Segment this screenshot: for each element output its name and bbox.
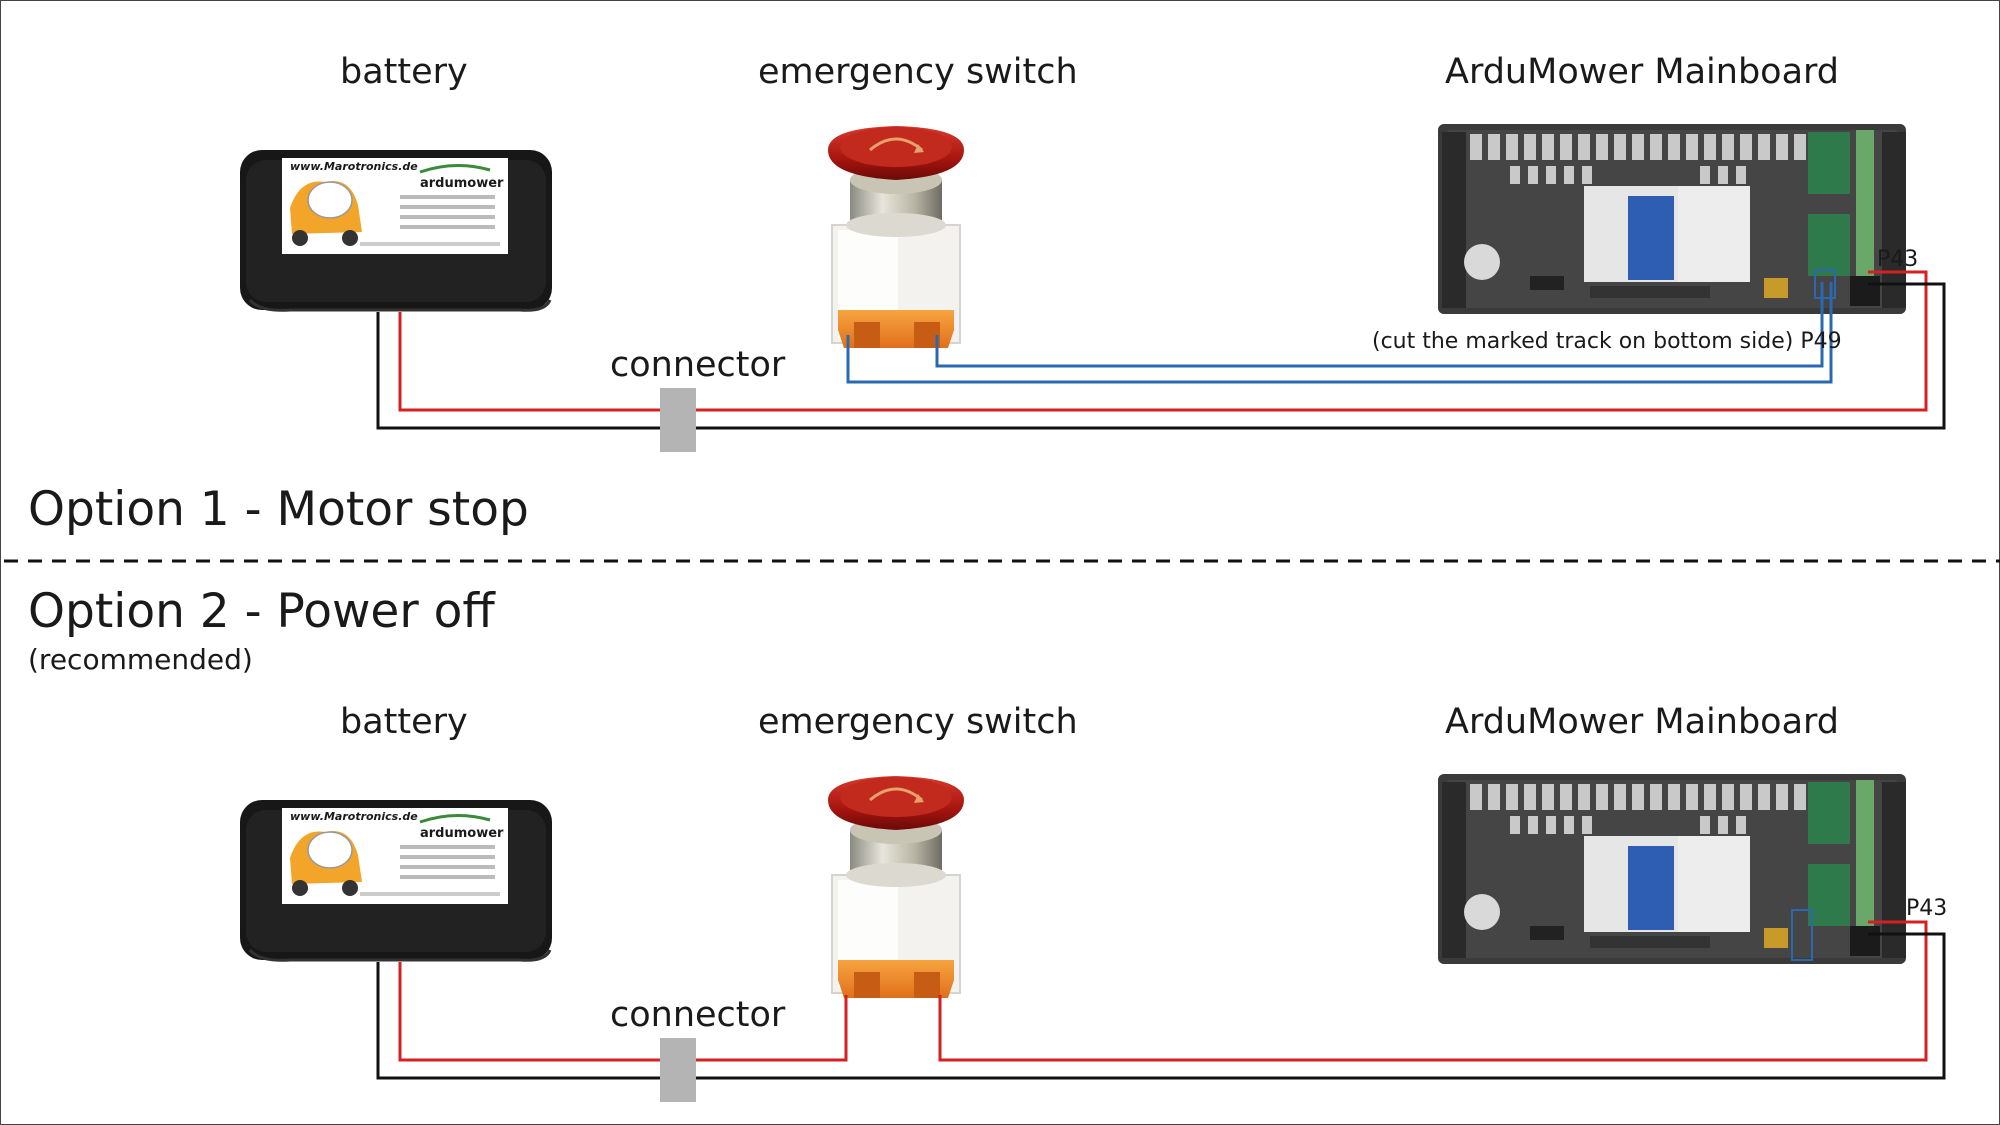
board-label-1: ArduMower Mainboard [1445, 52, 1840, 92]
cut-track-note: (cut the marked track on bottom side) P4… [1372, 329, 1842, 354]
wire-red-2a [398, 962, 848, 1062]
mainboard-2-icon [1438, 774, 1906, 964]
connector-label-1: connector [610, 345, 786, 385]
battery-sticker-brand: ardumower [420, 176, 504, 191]
option2-subtitle: (recommended) [28, 643, 253, 676]
switch-label-2: emergency switch [758, 702, 1078, 742]
wire-black-1 [376, 282, 1946, 430]
connector-2 [660, 1038, 696, 1102]
wire-red-2b [938, 920, 1928, 1062]
battery-sticker-url: www.Marotronics.de [290, 160, 418, 173]
wire-red-1 [398, 270, 1928, 412]
switch-label-1: emergency switch [758, 52, 1078, 92]
battery-1-icon [238, 148, 554, 312]
connector-label-2: connector [610, 995, 786, 1035]
battery-2-icon [238, 798, 554, 962]
wire-blue-1a [846, 282, 1833, 384]
option2-title: Option 2 - Power off [28, 584, 495, 639]
pin-p43-label-2: P43 [1906, 896, 1948, 921]
battery-label-1: battery [340, 52, 468, 92]
wire-black-2 [376, 932, 1946, 1080]
option1-wiring [238, 124, 1946, 452]
emergency-switch-2-icon [826, 774, 966, 1000]
battery-sticker-url-2: www.Marotronics.de [290, 810, 418, 823]
option1-title: Option 1 - Motor stop [28, 482, 529, 537]
battery-sticker-brand-2: ardumower [420, 826, 504, 841]
wire-blue-1b [935, 282, 1824, 368]
option2-wiring [238, 774, 1946, 1102]
pin-p43-label-1: P43 [1877, 247, 1919, 272]
connector-1 [660, 388, 696, 452]
emergency-switch-1-icon [826, 124, 966, 350]
battery-label-2: battery [340, 702, 468, 742]
board-label-2: ArduMower Mainboard [1445, 702, 1840, 742]
